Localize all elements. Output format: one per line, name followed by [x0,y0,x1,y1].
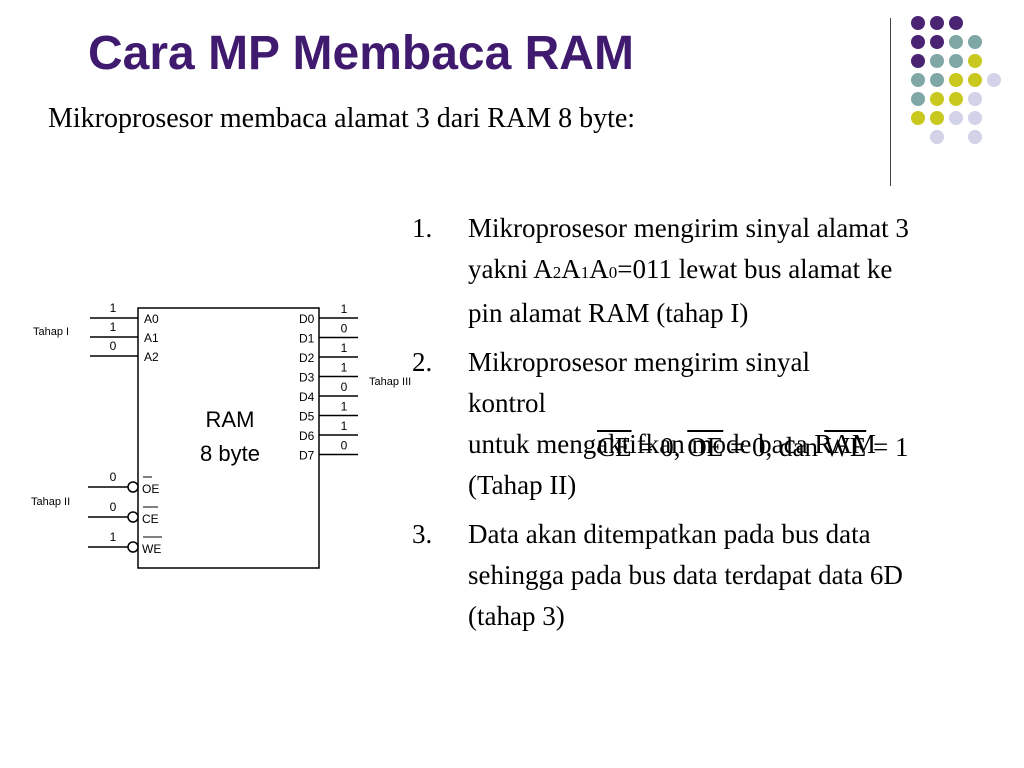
control-pin-oe: OE [142,482,159,496]
data-pin-d1: D1 [299,332,315,346]
control-pin-ce: CE [142,512,159,526]
data-pin-d4: D4 [299,390,315,404]
decor-dot [911,111,925,125]
decor-dot [968,54,982,68]
decor-dot [968,130,982,144]
ram-chip-body [137,307,320,569]
decor-dot [911,54,925,68]
data-pin-d2: D2 [299,351,315,365]
address-value-a0: 1 [110,301,117,315]
control-bubble-oe [127,481,139,493]
address-value-a2: 0 [110,339,117,353]
decor-dot [949,111,963,125]
decor-dot [949,54,963,68]
ram-chip-size: 8 byte [200,441,260,466]
decor-dot [911,73,925,87]
step-1-number: 1. [412,213,433,243]
divider-line [890,18,891,186]
decor-dot [911,92,925,106]
decor-dot [949,73,963,87]
step-3: 3. Data akan ditempatkan pada bus data s… [412,514,1012,637]
decor-dot [949,92,963,106]
decor-dot [968,35,982,49]
control-bubble-we [127,541,139,553]
control-value-ce: 0 [110,500,117,514]
step-3-number: 3. [412,519,433,549]
control-signal-formula: CE = 0, OE = 0, dan WE = 1 [597,432,909,462]
decor-dot [930,35,944,49]
address-pin-a0: A0 [144,312,159,326]
data-value-d5: 1 [341,400,348,414]
data-pin-d3: D3 [299,371,315,385]
data-value-d7: 0 [341,439,348,453]
data-pin-d0: D0 [299,312,315,326]
decor-dot [930,73,944,87]
decor-dot [930,111,944,125]
ram-chip-name: RAM [206,407,255,432]
data-pin-d5: D5 [299,410,315,424]
decor-dot [930,130,944,144]
decorative-dot-grid [911,16,1001,144]
step-2-text: Mikroprosesor mengirim sinyal kontrol un… [468,347,876,500]
address-value-a1: 1 [110,320,117,334]
step-list: 1. Mikroprosesor mengirim sinyal alamat … [412,208,1012,645]
stage2-label: Tahap II [31,496,70,508]
decor-dot [949,35,963,49]
slide-subtitle: Mikroprosesor membaca alamat 3 dari RAM … [48,103,636,134]
step-2-number: 2. [412,347,433,377]
slide-title: Cara MP Membaca RAM [88,27,634,80]
data-pin-d7: D7 [299,449,315,463]
decor-dot [968,111,982,125]
control-bubble-ce [127,511,139,523]
step-1: 1. Mikroprosesor mengirim sinyal alamat … [412,208,1012,334]
address-pin-a2: A2 [144,350,159,364]
data-value-d3: 1 [341,361,348,375]
stage3-label: Tahap III [369,376,411,388]
decor-dot [968,73,982,87]
stage1-label: Tahap I [33,326,69,338]
decor-dot [968,92,982,106]
decor-dot [911,35,925,49]
data-value-d6: 1 [341,419,348,433]
data-value-d0: 1 [341,302,348,316]
decor-dot [930,54,944,68]
decor-dot [949,16,963,30]
decor-dot [930,92,944,106]
data-value-d2: 1 [341,341,348,355]
decor-dot [911,16,925,30]
control-pin-we: WE [142,542,161,556]
step-1-text: Mikroprosesor mengirim sinyal alamat 3 y… [468,213,909,328]
step-3-text: Data akan ditempatkan pada bus data sehi… [468,519,903,631]
step-2: 2. Mikroprosesor mengirim sinyal kontrol… [412,342,1012,506]
address-pin-a1: A1 [144,331,159,345]
data-value-d4: 0 [341,380,348,394]
data-pin-d6: D6 [299,429,315,443]
control-value-oe: 0 [110,470,117,484]
control-value-we: 1 [110,530,117,544]
decor-dot [930,16,944,30]
data-value-d1: 0 [341,322,348,336]
decor-dot [987,73,1001,87]
